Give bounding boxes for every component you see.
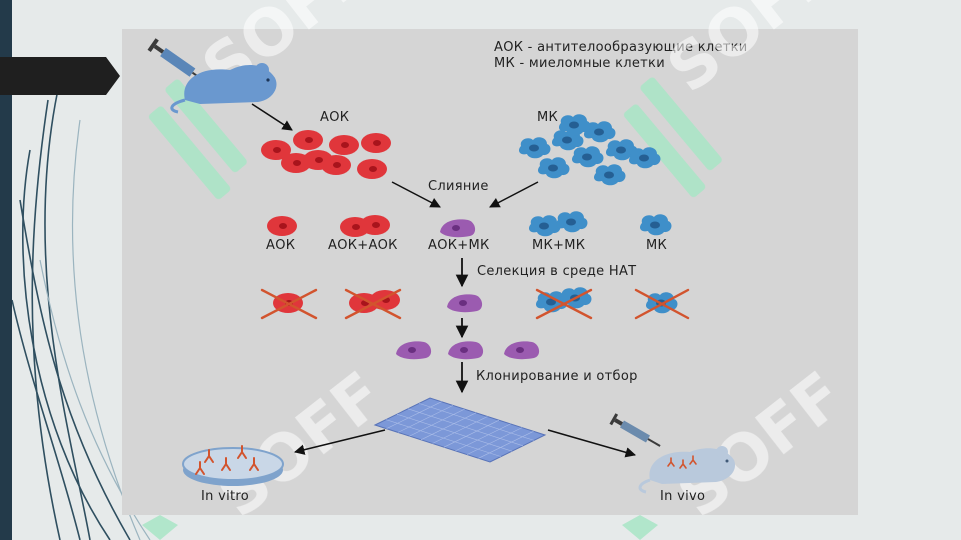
legend-mk: МК - миеломные клетки — [494, 56, 665, 71]
svg-text:SOFF: SOFF — [664, 359, 858, 533]
legend-aok: АОК - антителообразующие клетки — [494, 40, 748, 55]
petri-dish-icon — [182, 447, 284, 486]
label-mk-top: МК — [537, 110, 559, 125]
decorative-curves — [11, 79, 131, 540]
label-fusion: Слияние — [428, 179, 489, 194]
label-aok-top: АОК — [320, 110, 350, 125]
label-in-vitro: In vitro — [201, 489, 250, 504]
label-cloning: Клонирование и отбор — [476, 369, 638, 384]
svg-text:SOFF: SOFF — [654, 0, 848, 108]
culture-plate — [373, 397, 547, 463]
watermark-logo — [142, 77, 722, 540]
label-row-aok: АОК — [266, 238, 296, 253]
syringe-icon-in-vivo — [609, 413, 661, 447]
mouse-icon — [170, 63, 277, 114]
aok-cell-cluster — [261, 130, 391, 179]
label-in-vivo: In vivo — [660, 489, 706, 504]
label-row-mk: МК — [646, 238, 668, 253]
label-row-mk-mk: МК+МК — [532, 238, 586, 253]
label-selection: Селекция в среде НАТ — [477, 264, 637, 279]
svg-text:SOFF: SOFF — [204, 359, 398, 533]
left-accent-bar — [0, 0, 12, 540]
fusion-row — [267, 211, 672, 238]
slide-tab-marker — [0, 57, 120, 95]
mouse-icon-in-vivo — [638, 446, 736, 494]
rejected-cross-marks — [260, 288, 690, 320]
label-row-aok-aok: АОК+АОК — [328, 238, 398, 253]
antibody-icons — [195, 445, 259, 475]
hybridoma-clones — [396, 341, 540, 360]
legend: АОК - антителообразующие клетки МК - мие… — [494, 40, 748, 72]
label-row-aok-mk: АОК+МК — [428, 238, 490, 253]
selection-row — [273, 287, 678, 314]
